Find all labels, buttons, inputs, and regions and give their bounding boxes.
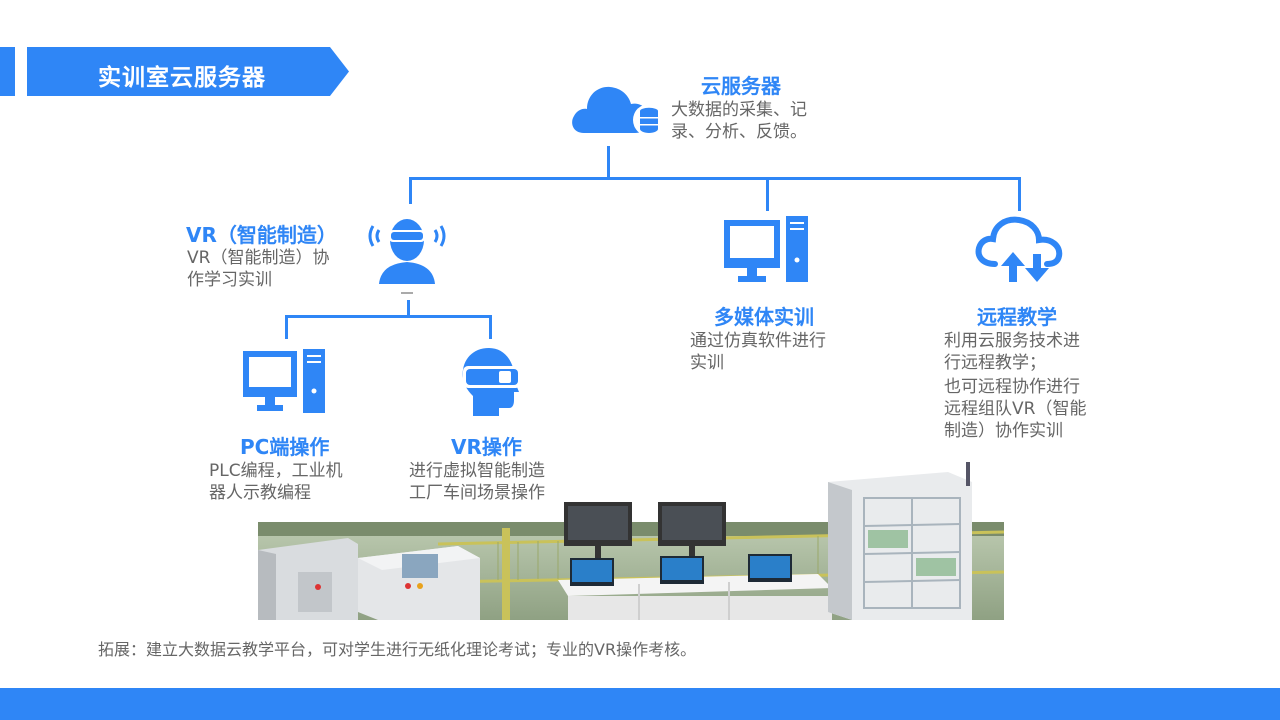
- multimedia-desc: 通过仿真软件进行 实训: [690, 331, 826, 373]
- vr-smart-desc: VR（智能制造）协 作学习实训: [187, 248, 330, 290]
- cloud-server-desc: 大数据的采集、记 录、分析、反馈。: [671, 100, 807, 142]
- vr-op-desc: 进行虚拟智能制造 工厂车间场景操作: [409, 461, 545, 503]
- header-banner: [27, 47, 349, 96]
- training-room-scene: [258, 462, 1004, 620]
- pc-op-desc: PLC编程，工业机 器人示教编程: [209, 461, 343, 503]
- vr-head-icon: [462, 348, 521, 416]
- remote-desc: 利用云服务技术进 行远程教学； 也可远程协作进行 远程组队VR（智能 制造）协作…: [944, 331, 1087, 441]
- vr-smart-title: VR（智能制造）: [186, 223, 337, 247]
- footer-note: 拓展：建立大数据云教学平台，可对学生进行无纸化理论考试；专业的VR操作考核。: [98, 640, 697, 659]
- cloud-server-title: 云服务器: [701, 74, 781, 98]
- cloud-sync-icon: [975, 216, 1063, 282]
- page-title: 实训室云服务器: [98, 65, 266, 91]
- pc-op-title: PC端操作: [240, 435, 330, 459]
- multimedia-title: 多媒体实训: [714, 305, 814, 329]
- multimedia-pc-icon: [724, 216, 808, 282]
- remote-title: 远程教学: [977, 305, 1057, 329]
- cloud-database-icon: [572, 86, 662, 136]
- vr-op-title: VR操作: [451, 435, 522, 459]
- bottom-bar: [0, 688, 1280, 720]
- pc-desktop-icon: [243, 349, 325, 413]
- vr-headset-user-icon: [368, 219, 446, 294]
- header-left-tab: [0, 47, 15, 96]
